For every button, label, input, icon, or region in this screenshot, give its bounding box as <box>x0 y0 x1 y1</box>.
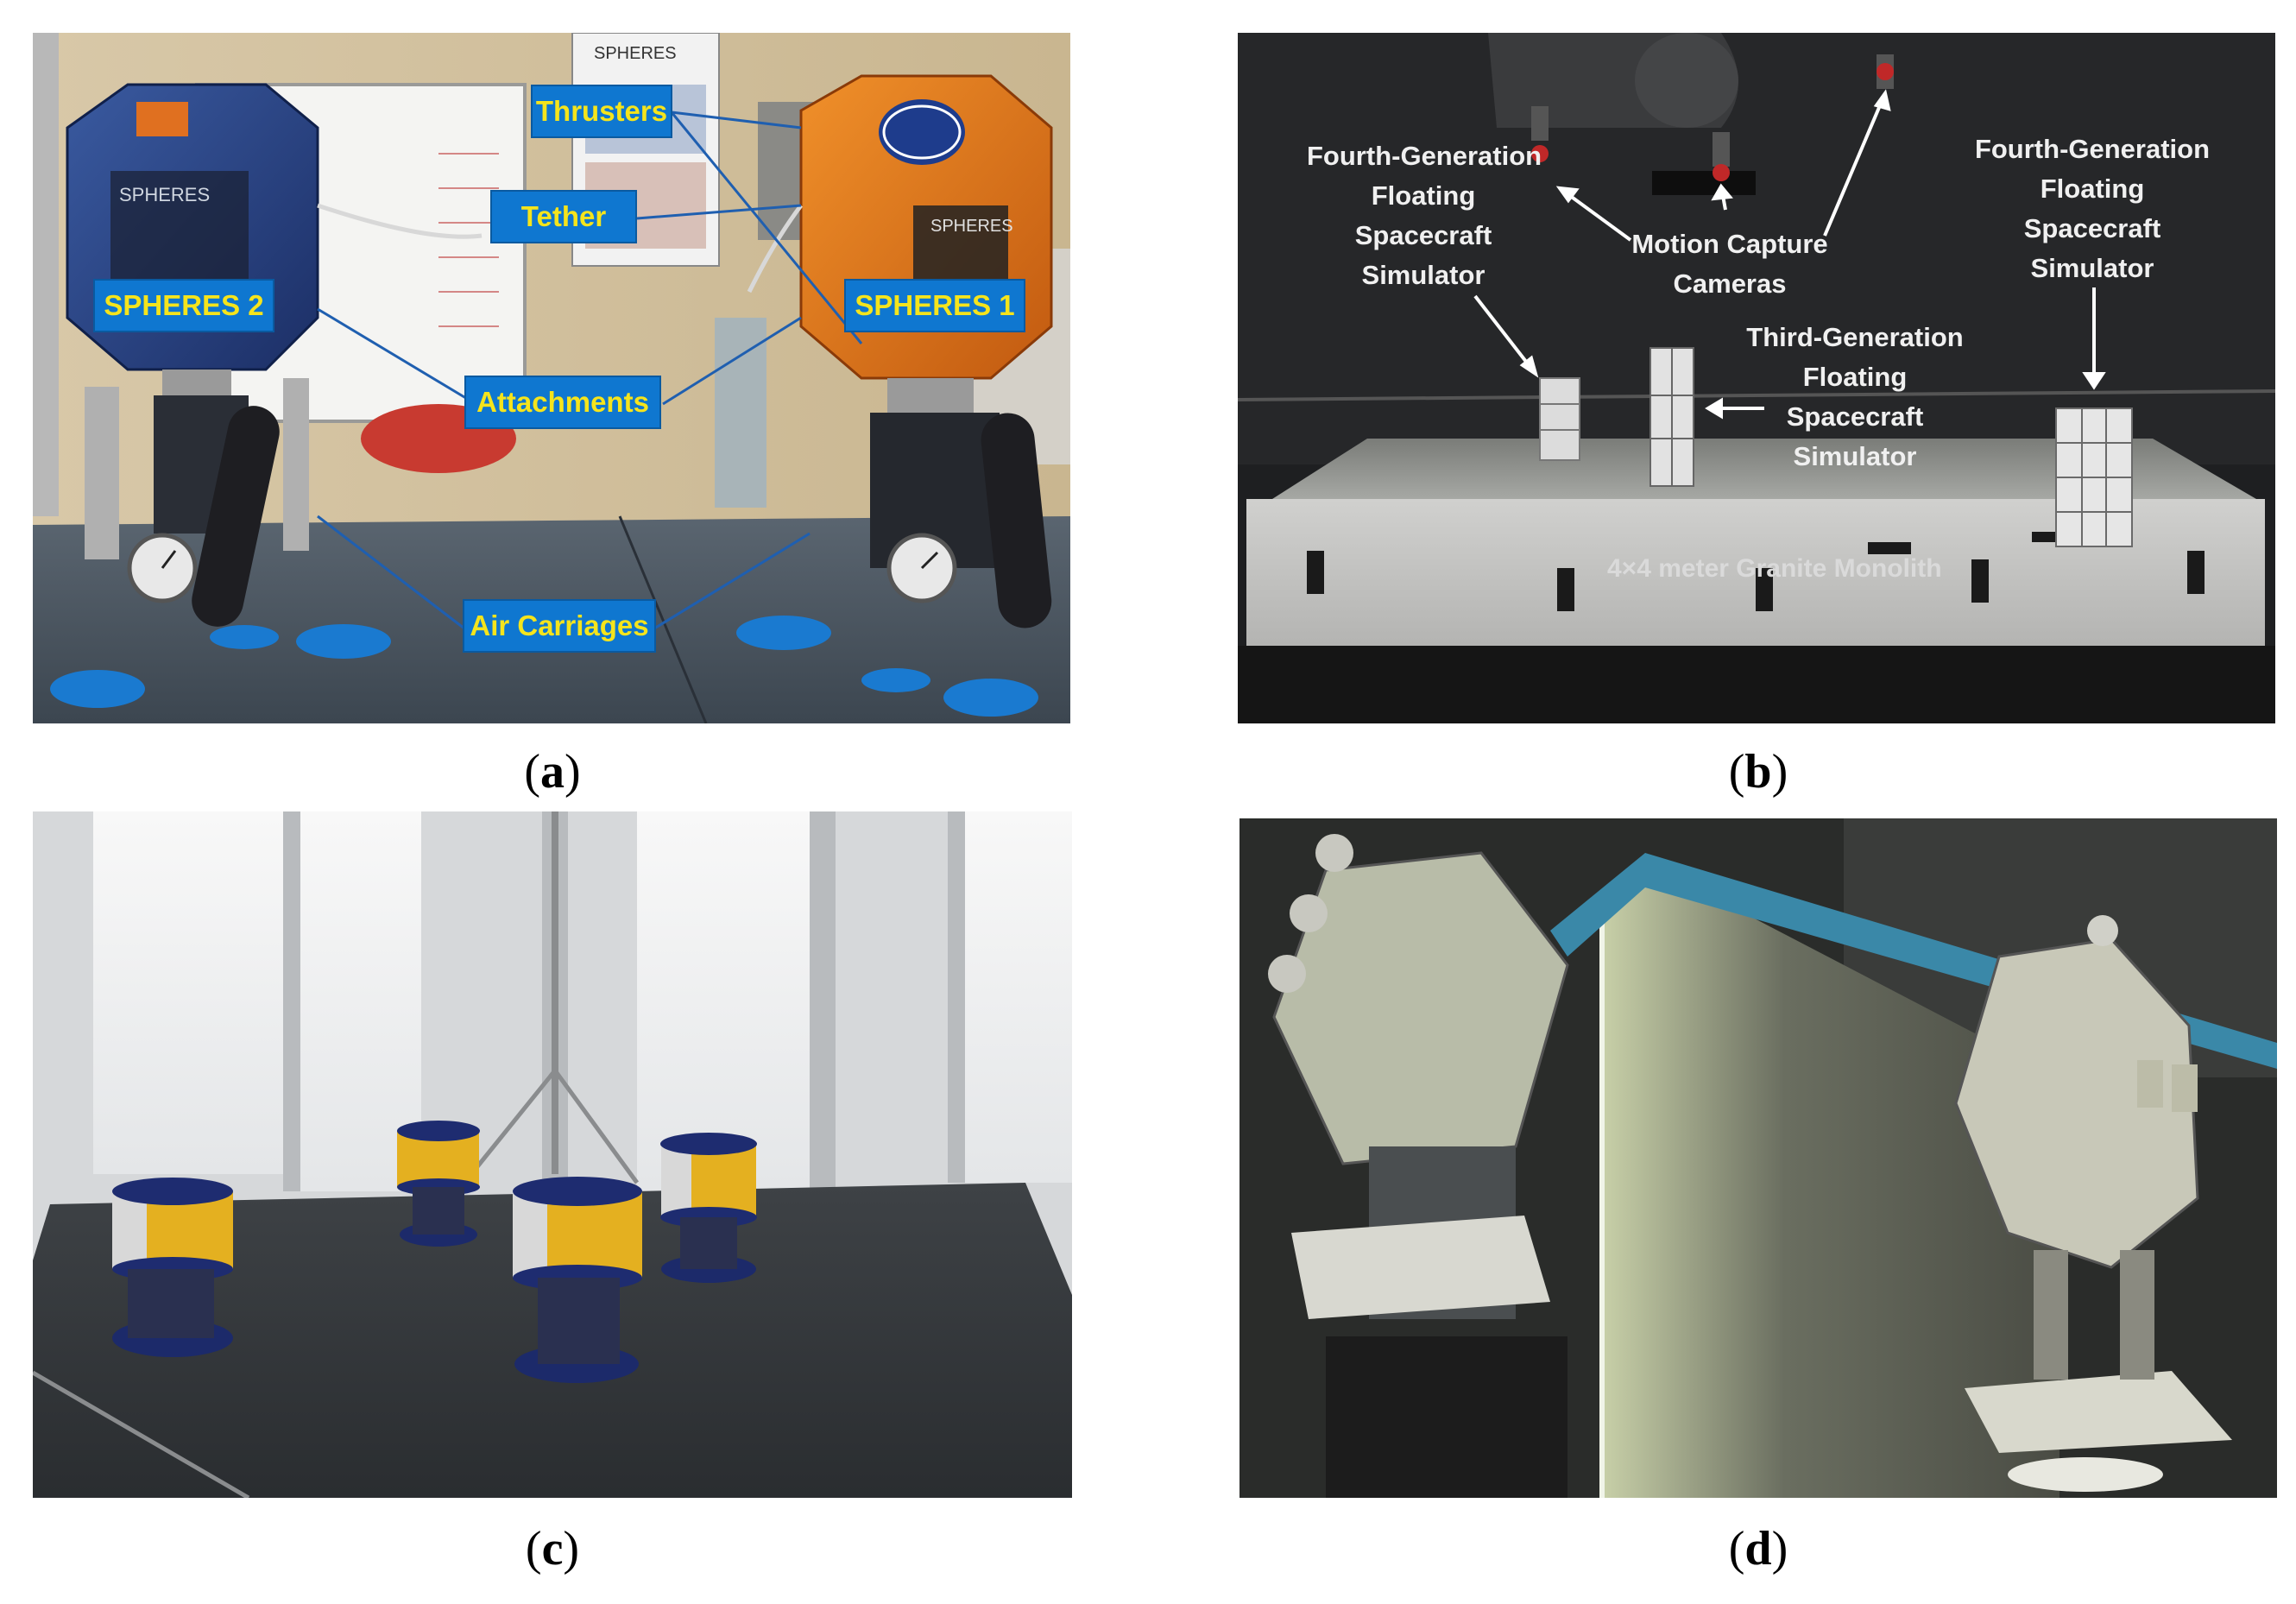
robot-front-left <box>112 1178 233 1357</box>
robot-back-left <box>397 1121 480 1247</box>
caption-paren: ( <box>1728 745 1745 799</box>
caption-paren: ) <box>1771 745 1788 799</box>
label-line: Floating <box>1802 362 1908 392</box>
label-line: Simulator <box>2030 253 2154 283</box>
label-fourth-gen-left: Fourth-Generation Floating Spacecraft Si… <box>1307 136 1542 295</box>
panel-b-granite-lab-photo: Fourth-Generation Floating Spacecraft Si… <box>1238 33 2275 723</box>
spheres1-logo-text: SPHERES <box>930 217 1013 236</box>
label-line: Cameras <box>1673 268 1787 299</box>
caption-paren: ) <box>563 1522 580 1576</box>
caption-paren: ( <box>524 745 540 799</box>
label-line: Fourth-Generation <box>1307 141 1542 171</box>
label-line: Spacecraft <box>2023 213 2161 243</box>
caption-d: (d) <box>1672 1521 1845 1576</box>
label-line: Spacecraft <box>1786 401 1924 432</box>
label-motion-capture-cameras: Motion Capture Cameras <box>1626 224 1833 304</box>
caption-c: (c) <box>466 1521 639 1576</box>
label-granite-monolith: 4×4 meter Granite Monolith <box>1607 554 1942 583</box>
label-line: Motion Capture <box>1631 229 1828 259</box>
label-line: Simulator <box>1793 441 1917 471</box>
caption-paren: ) <box>565 745 581 799</box>
callout-spheres2: SPHERES 2 <box>93 279 274 332</box>
caption-letter: c <box>541 1522 564 1576</box>
caption-letter: b <box>1744 745 1772 799</box>
robot-back-right <box>660 1133 757 1283</box>
third-gen-simulator <box>1649 347 1694 487</box>
robot-left <box>1268 834 1569 1498</box>
label-line: Third-Generation <box>1746 322 1964 352</box>
callout-thrusters: Thrusters <box>531 85 672 138</box>
fourth-gen-simulator-right <box>2055 407 2133 547</box>
caption-paren: ( <box>525 1522 542 1576</box>
panel-c-air-bearing-robots-photo <box>33 811 1072 1498</box>
granite-lab-scene <box>1238 33 2275 723</box>
caption-a: (a) <box>466 744 639 799</box>
robot-right <box>1954 915 2232 1492</box>
label-line: Spacecraft <box>1354 220 1492 250</box>
robot-center <box>513 1177 642 1383</box>
label-line: Simulator <box>1361 260 1485 290</box>
spheres2-logo-text: SPHERES <box>119 184 210 205</box>
caption-paren: ( <box>1728 1522 1745 1576</box>
callout-attachments: Attachments <box>464 376 661 429</box>
caption-letter: d <box>1744 1522 1772 1576</box>
callout-tether: Tether <box>490 190 637 243</box>
label-line: Fourth-Generation <box>1974 134 2211 164</box>
label-third-gen: Third-Generation Floating Spacecraft Sim… <box>1738 318 1971 477</box>
poster-title: SPHERES <box>594 44 677 63</box>
docking-robots-scene <box>1239 818 2277 1498</box>
panel-a-spheres-photo: SPHERES SPHERES <box>33 33 1070 723</box>
callout-air-carriages: Air Carriages <box>463 599 656 653</box>
fourth-gen-simulator-left <box>1539 377 1580 461</box>
caption-b: (b) <box>1672 744 1845 799</box>
caption-paren: ) <box>1771 1522 1788 1576</box>
label-fourth-gen-right: Fourth-Generation Floating Spacecraft Si… <box>1971 129 2213 288</box>
callout-spheres1: SPHERES 1 <box>844 279 1025 332</box>
air-bearing-room-scene <box>33 811 1072 1498</box>
caption-letter: a <box>540 745 565 799</box>
panel-d-docking-robots-photo <box>1239 818 2277 1498</box>
label-line: Floating <box>2040 174 2145 204</box>
label-line: Floating <box>1371 180 1476 211</box>
